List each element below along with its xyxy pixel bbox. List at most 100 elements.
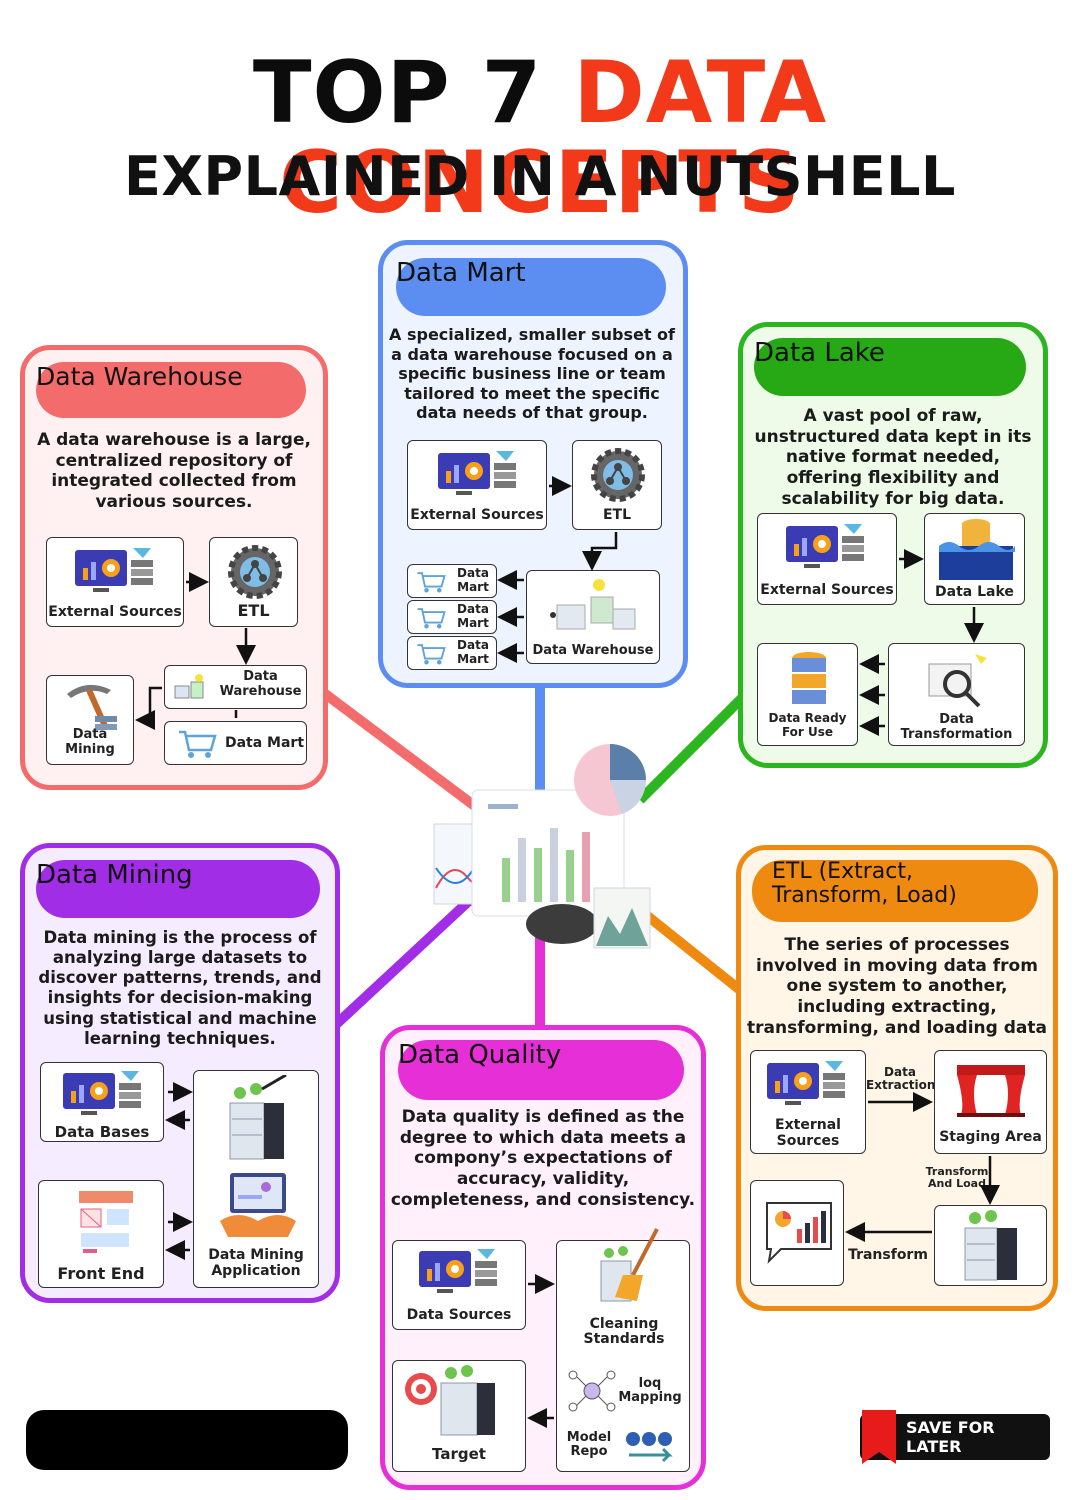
wireframe-icon <box>79 1191 133 1253</box>
etl-external-box: External Sources <box>750 1050 866 1154</box>
save-for-later-label: SAVE FOR LATER <box>906 1418 995 1456</box>
server-icon <box>964 1210 1017 1281</box>
monitor-icon <box>786 524 864 568</box>
quality-sources-box: Data Sources <box>392 1240 526 1330</box>
target-icon <box>405 1365 495 1436</box>
dm-warehouse-box: Data Warehouse <box>526 570 660 664</box>
cart-icon <box>179 730 217 758</box>
data-mart-title: Data Mart <box>396 258 526 288</box>
main-title: TOP 7 DATA CONCEPTS <box>0 48 1080 228</box>
database-icon <box>792 652 826 704</box>
data-lake-desc: A vast pool of raw, unstructured data ke… <box>754 406 1032 509</box>
monitor-icon <box>767 1061 845 1105</box>
quality-target-label: Target <box>432 1444 486 1463</box>
quality-sources-label: Data Sources <box>406 1306 512 1323</box>
quality-repo-label: Model Repo <box>566 1430 612 1460</box>
dm-etl-label: ETL <box>602 506 632 523</box>
mining-front-label: Front End <box>57 1263 145 1283</box>
network-mapping-icon <box>568 1370 616 1412</box>
dl-ready-label: Data Ready For Use <box>768 711 847 740</box>
broom-icon <box>600 1228 659 1302</box>
connector-etl <box>636 906 744 994</box>
cart-icon <box>417 572 446 593</box>
dm-mart1-label: Data Mart <box>457 566 489 594</box>
dm-warehouse-label: Data Warehouse <box>532 643 654 659</box>
pie-chart-icon <box>574 744 647 816</box>
dl-external-sources-box: External Sources <box>757 513 897 605</box>
etl-staging-box: Staging Area <box>934 1050 1047 1154</box>
server-icon <box>229 1075 287 1160</box>
mining-front-box: Front End <box>38 1180 164 1288</box>
dw-warehouse-label: Data Warehouse <box>219 669 302 699</box>
quality-target-box: Target <box>392 1360 526 1472</box>
dw-external-sources-box: External Sources <box>46 537 184 627</box>
dm-mart3-label: Data Mart <box>457 638 489 666</box>
header-data-warehouse: Data Warehouse <box>36 362 306 418</box>
mining-app-label: Data Mining Application <box>208 1246 304 1279</box>
data-lake-title: Data Lake <box>754 338 885 368</box>
data-mining-title: Data Mining <box>36 860 193 890</box>
dw-external-sources-label: External Sources <box>48 603 182 620</box>
dw-mining-label: Data Mining <box>65 727 115 758</box>
warehouse-icon <box>174 674 204 699</box>
subtitle: EXPLAINED IN A NUTSHELL <box>124 145 956 208</box>
data-warehouse-title: Data Warehouse <box>36 362 243 391</box>
etl-staging-label: Staging Area <box>939 1128 1042 1145</box>
mining-app-box: Data Mining Application <box>193 1070 319 1288</box>
dw-mart-box: Data Mart <box>164 721 307 765</box>
header-data-quality: Data Quality <box>398 1040 684 1100</box>
dm-etl-box: ETL <box>572 440 662 530</box>
cart-icon <box>417 644 446 665</box>
chart-bubble-icon <box>766 1202 832 1264</box>
title-part1: TOP 7 <box>252 43 543 143</box>
dm-mart3-box: Data Mart <box>407 636 497 670</box>
data-mining-desc: Data mining is the process of analyzing … <box>38 928 322 1048</box>
dw-mining-box: Data Mining <box>46 675 134 765</box>
dw-warehouse-box: Data Warehouse <box>164 665 307 709</box>
mining-db-box: Data Bases <box>40 1062 164 1142</box>
quality-mapping-label: loq Mapping <box>618 1376 682 1406</box>
etl-server-box <box>934 1205 1047 1286</box>
dw-mart-label: Data Mart <box>224 735 305 751</box>
mining-db-label: Data Bases <box>54 1122 150 1141</box>
dm-external-sources-label: External Sources <box>410 506 544 523</box>
save-for-later-button[interactable]: SAVE FOR LATER <box>860 1410 1050 1464</box>
redacted-block <box>26 1410 348 1470</box>
pickaxe-icon <box>67 684 117 730</box>
center-analytics-graphic <box>433 744 651 949</box>
etl-extraction-label: Data Extraction <box>866 1065 936 1093</box>
monitor-icon <box>63 1071 141 1115</box>
model-repo-icon <box>626 1432 673 1463</box>
etl-title: ETL (Extract, Transform, Load) <box>772 859 957 908</box>
dl-external-sources-label: External Sources <box>760 581 894 598</box>
dm-mart2-label: Data Mart <box>457 602 489 630</box>
monitor-icon <box>419 1249 497 1293</box>
title-part2: DATA CONCEPTS <box>279 43 828 233</box>
quality-cleaning-label: Cleaning Standards <box>583 1316 665 1348</box>
magnifier-data-icon <box>928 654 987 708</box>
dm-mart2-box: Data Mart <box>407 600 497 634</box>
dm-mart1-box: Data Mart <box>407 564 497 598</box>
header-data-mining: Data Mining <box>36 860 320 918</box>
quality-process-box: Cleaning Standards loq Mapping Model Rep… <box>556 1228 690 1472</box>
etl-transform-label: Transform <box>848 1247 928 1263</box>
dl-lake-label: Data Lake <box>935 583 1014 600</box>
dl-ready-box: Data Ready For Use <box>757 643 858 746</box>
header-etl: ETL (Extract, Transform, Load) <box>752 860 1038 922</box>
monitor-icon <box>75 548 153 592</box>
gear-network-icon <box>228 545 282 599</box>
etl-chart-box <box>750 1180 844 1286</box>
gear-network-icon <box>591 448 645 502</box>
dw-etl-label: ETL <box>237 600 270 620</box>
data-mart-desc: A specialized, smaller subset of a data … <box>389 325 675 423</box>
stage-curtain-icon <box>957 1065 1025 1117</box>
etl-external-label: External Sources <box>775 1116 841 1149</box>
monitor-icon <box>438 451 516 495</box>
water-tank-icon <box>939 519 1015 580</box>
laptop-icon <box>220 1173 296 1237</box>
data-quality-desc: Data quality is defined as the degree to… <box>390 1107 696 1210</box>
warehouse-icon <box>550 579 636 630</box>
etl-tl-label: Transform And Load <box>925 1165 989 1191</box>
dw-etl-box: ETL <box>209 537 298 627</box>
dm-external-sources-box: External Sources <box>407 440 547 530</box>
